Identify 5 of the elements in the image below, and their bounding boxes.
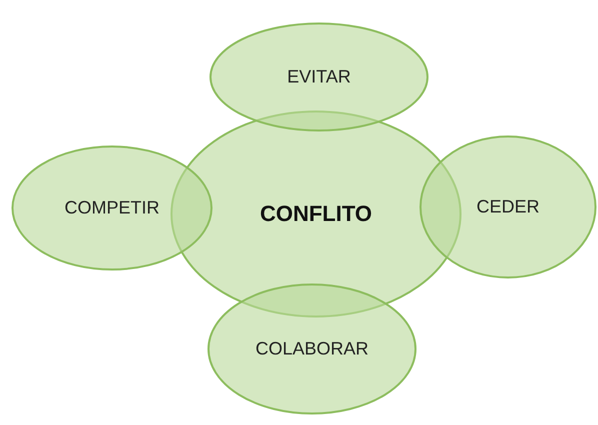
node-label: CEDER xyxy=(476,196,540,218)
node-label: COMPETIR xyxy=(64,198,160,218)
node-label: COLABORAR xyxy=(255,338,369,360)
node-label: EVITAR xyxy=(287,66,351,88)
node-label: CONFLITO xyxy=(260,201,372,227)
